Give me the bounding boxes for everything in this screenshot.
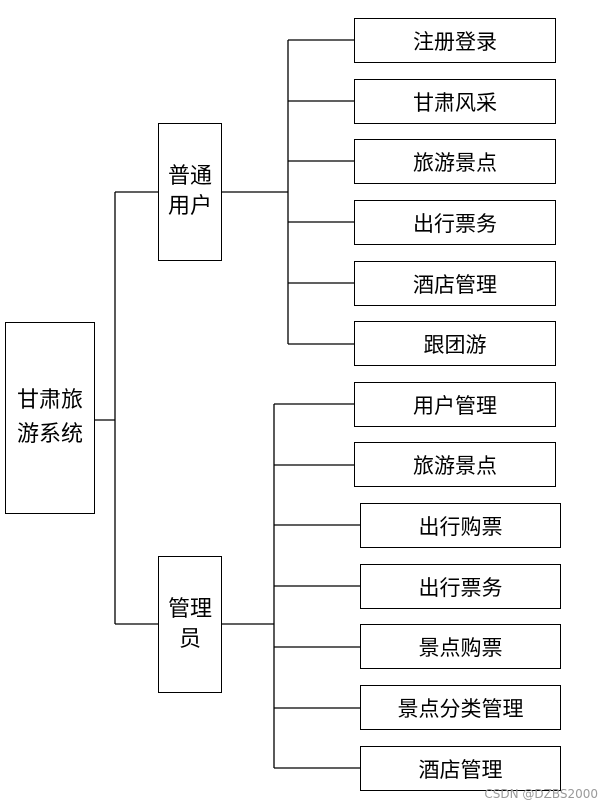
admin-leaf-6-label: 酒店管理: [418, 757, 503, 782]
admin-leaf-2: 出行购票: [360, 503, 561, 548]
user-leaf-4-label: 酒店管理: [413, 272, 497, 297]
user-leaf-5-label: 跟团游: [423, 332, 487, 357]
admin-leaf-3-label: 出行票务: [418, 575, 503, 600]
admin-leaf-0-label: 用户管理: [413, 393, 497, 418]
user-leaf-0-label: 注册登录: [413, 29, 497, 54]
branch-label-user: 普通用户: [167, 164, 212, 219]
user-leaf-4: 酒店管理: [354, 261, 556, 306]
user-leaf-3: 出行票务: [354, 200, 556, 245]
root-label: 甘肃旅游系统: [16, 388, 83, 447]
admin-leaf-6: 酒店管理: [360, 746, 561, 791]
root-node: 甘肃旅游系统: [5, 322, 95, 514]
branch-node-admin: 管理员: [158, 556, 222, 693]
branch-label-admin: 管理员: [167, 596, 212, 652]
admin-leaf-1: 旅游景点: [354, 442, 556, 487]
admin-leaf-5: 景点分类管理: [360, 685, 561, 730]
watermark: CSDN @DZBS2000: [484, 787, 598, 801]
admin-leaf-1-label: 旅游景点: [413, 453, 497, 478]
admin-leaf-3: 出行票务: [360, 564, 561, 609]
user-leaf-0: 注册登录: [354, 18, 556, 63]
branch-node-user: 普通用户: [158, 123, 222, 261]
user-leaf-1: 甘肃风采: [354, 79, 556, 124]
user-leaf-5: 跟团游: [354, 321, 556, 366]
user-leaf-2-label: 旅游景点: [413, 150, 497, 175]
user-leaf-3-label: 出行票务: [413, 211, 497, 236]
user-leaf-1-label: 甘肃风采: [413, 90, 497, 115]
admin-leaf-4-label: 景点购票: [418, 635, 503, 660]
admin-leaf-4: 景点购票: [360, 624, 561, 669]
user-leaf-2: 旅游景点: [354, 139, 556, 184]
admin-leaf-0: 用户管理: [354, 382, 556, 427]
admin-leaf-2-label: 出行购票: [418, 514, 503, 539]
admin-leaf-5-label: 景点分类管理: [397, 696, 524, 721]
